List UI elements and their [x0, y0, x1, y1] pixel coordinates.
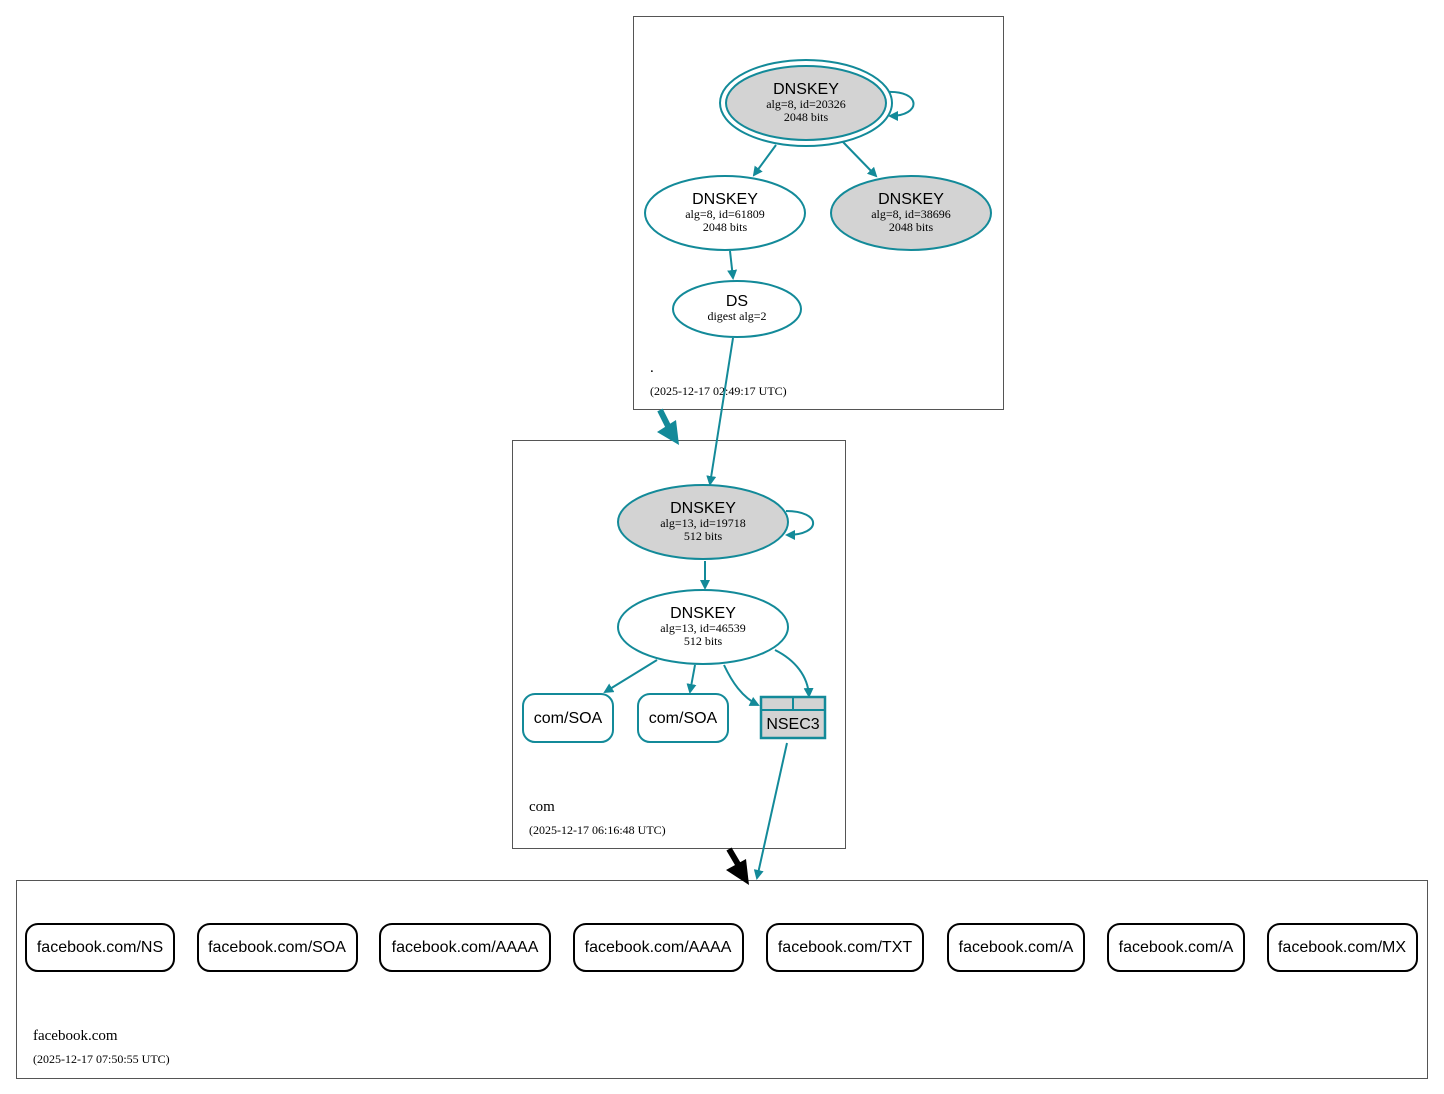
delegation-arrow-root-com — [657, 408, 679, 445]
edge-root-ksk-self — [885, 90, 915, 121]
facebook-record-soa[interactable]: facebook.com/SOA — [197, 923, 358, 972]
root-ksk-title: DNSKEY — [773, 81, 839, 98]
facebook-record-a-2[interactable]: facebook.com/A — [1107, 923, 1245, 972]
zone-facebook-name: facebook.com — [33, 1028, 118, 1044]
com-nsec3-node[interactable]: NSEC3 — [759, 695, 827, 740]
com-zsk-line1: alg=13, id=46539 — [660, 621, 746, 635]
facebook-record-ns[interactable]: facebook.com/NS — [25, 923, 175, 972]
edge-com-zsk-to-nsec3-a — [723, 664, 760, 706]
facebook-record-a-2-label: facebook.com/A — [1119, 939, 1234, 956]
facebook-record-aaaa-2[interactable]: facebook.com/AAAA — [573, 923, 744, 972]
root-zsk-title: DNSKEY — [692, 191, 758, 208]
zone-facebook-timestamp: (2025-12-17 07:50:55 UTC) — [33, 1052, 170, 1066]
root-ds-line1: digest alg=2 — [707, 309, 766, 323]
com-soa-2-label: com/SOA — [649, 710, 718, 727]
root-ds-title: DS — [726, 293, 748, 310]
root-standby-title: DNSKEY — [878, 191, 944, 208]
root-ksk-line1: alg=8, id=20326 — [766, 97, 846, 111]
com-zsk-line2: 512 bits — [684, 634, 723, 648]
facebook-record-a-1-label: facebook.com/A — [959, 939, 1074, 956]
facebook-record-aaaa-1[interactable]: facebook.com/AAAA — [379, 923, 551, 972]
zone-facebook-box — [16, 880, 1428, 1079]
facebook-record-aaaa-2-label: facebook.com/AAAA — [585, 939, 732, 956]
com-ksk-node[interactable]: DNSKEY alg=13, id=19718 512 bits — [617, 484, 789, 560]
com-zsk-title: DNSKEY — [670, 605, 736, 622]
edge-com-zsk-to-nsec3-b — [774, 649, 814, 698]
root-ds-node[interactable]: DS digest alg=2 — [672, 280, 802, 338]
com-ksk-line2: 512 bits — [684, 529, 723, 543]
root-standby-line1: alg=8, id=38696 — [871, 207, 951, 221]
com-nsec3-label: NSEC3 — [766, 716, 819, 733]
edge-root-ds-to-com-ksk — [706, 337, 734, 486]
facebook-record-aaaa-1-label: facebook.com/AAAA — [392, 939, 539, 956]
root-zsk-line1: alg=8, id=61809 — [685, 207, 765, 221]
edge-root-zsk-to-ds — [727, 250, 738, 280]
facebook-record-txt-label: facebook.com/TXT — [778, 939, 913, 956]
delegation-arrow-com-facebook — [726, 847, 749, 885]
edge-root-ksk-to-zsk — [752, 144, 777, 177]
root-zsk-line2: 2048 bits — [703, 220, 748, 234]
zone-root-name: . — [650, 360, 654, 376]
root-zsk-node[interactable]: DNSKEY alg=8, id=61809 2048 bits — [644, 175, 806, 251]
com-zsk-node[interactable]: DNSKEY alg=13, id=46539 512 bits — [617, 589, 789, 665]
facebook-record-txt[interactable]: facebook.com/TXT — [766, 923, 924, 972]
root-ksk-standby-node[interactable]: DNSKEY alg=8, id=38696 2048 bits — [830, 175, 992, 251]
edge-com-ksk-self — [785, 510, 815, 540]
root-ksk-line2: 2048 bits — [784, 110, 829, 124]
com-soa-1-label: com/SOA — [534, 710, 603, 727]
com-soa-node-2[interactable]: com/SOA — [637, 693, 729, 743]
zone-root-timestamp: (2025-12-17 02:49:17 UTC) — [650, 384, 787, 398]
edge-com-zsk-to-soa1 — [603, 659, 658, 694]
root-ksk-node[interactable]: DNSKEY alg=8, id=20326 2048 bits — [719, 59, 893, 147]
facebook-record-a-1[interactable]: facebook.com/A — [947, 923, 1085, 972]
com-ksk-title: DNSKEY — [670, 500, 736, 517]
facebook-record-soa-label: facebook.com/SOA — [208, 939, 346, 956]
zone-com-name: com — [529, 799, 555, 815]
root-standby-line2: 2048 bits — [889, 220, 934, 234]
facebook-record-mx[interactable]: facebook.com/MX — [1267, 923, 1418, 972]
edge-com-zsk-to-soa2 — [686, 664, 697, 694]
edge-nsec3-to-facebook — [753, 742, 788, 880]
com-soa-node-1[interactable]: com/SOA — [522, 693, 614, 743]
facebook-record-mx-label: facebook.com/MX — [1278, 939, 1406, 956]
com-ksk-line1: alg=13, id=19718 — [660, 516, 746, 530]
edge-root-ksk-to-standby — [842, 141, 878, 178]
zone-com-timestamp: (2025-12-17 06:16:48 UTC) — [529, 823, 666, 837]
facebook-record-ns-label: facebook.com/NS — [37, 939, 163, 956]
